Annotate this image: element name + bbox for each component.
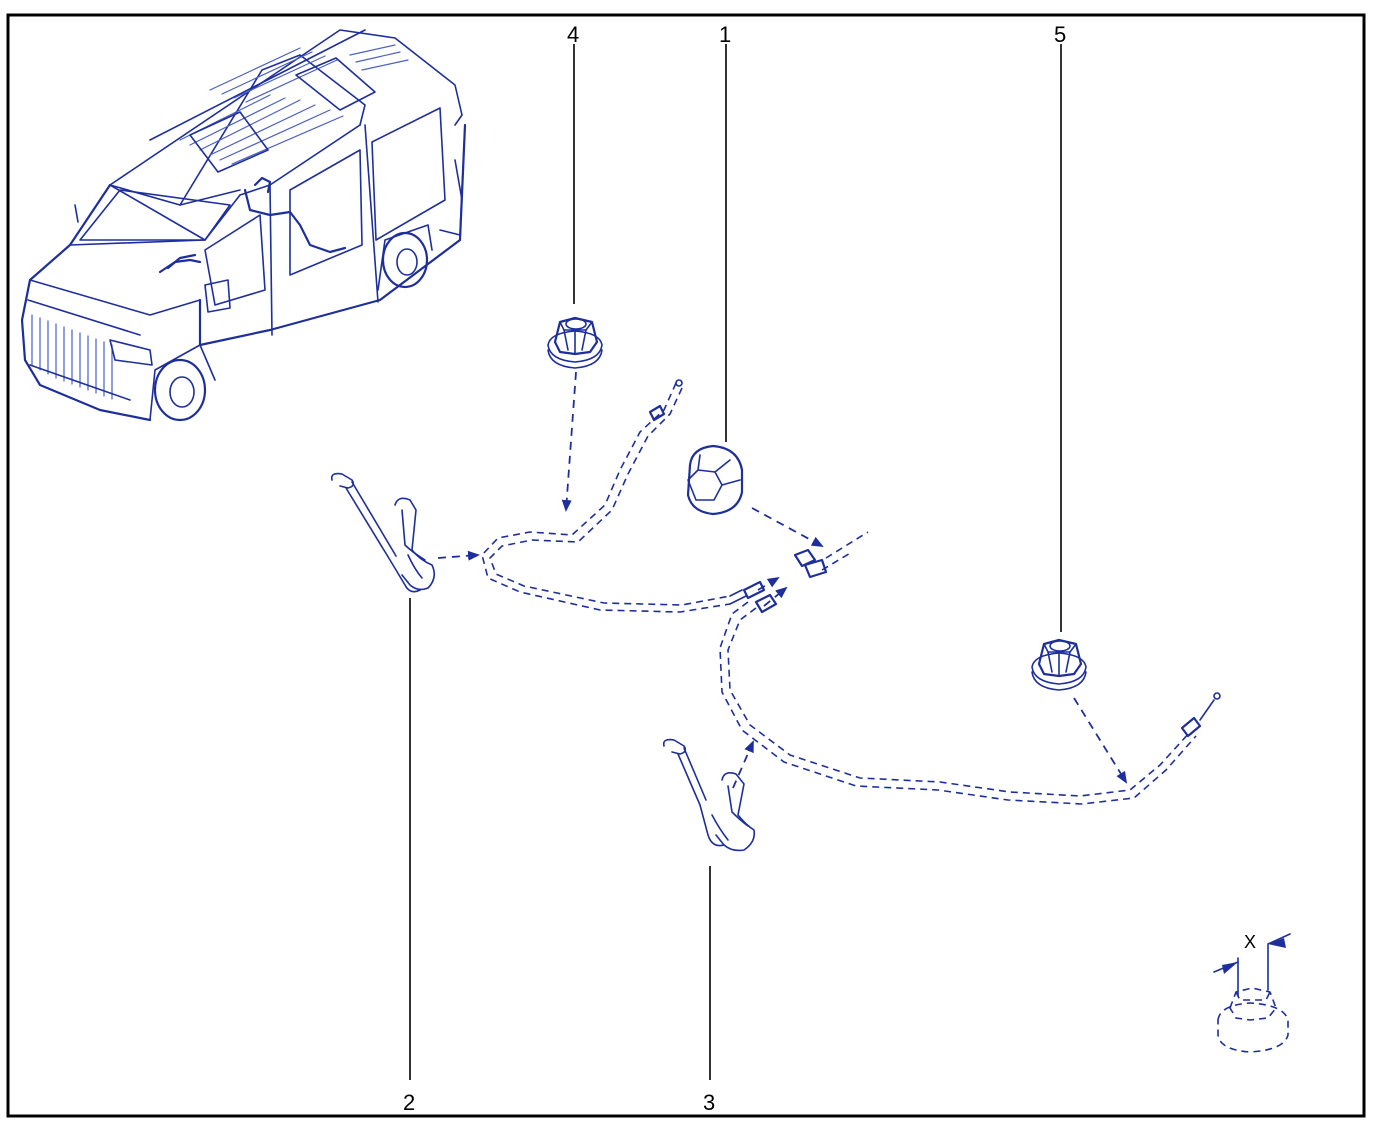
assembly-arrow [751,507,824,547]
dimension-label: X [1244,932,1256,952]
callout-1: 1 [719,22,731,47]
diagram-frame [6,13,1366,1118]
wire-clip-icon [330,472,436,593]
sensor-cable-icon [719,593,1221,805]
cap-nut-icon [686,444,744,516]
sensor-cable-icon [481,379,766,613]
assembly-arrow [1073,697,1128,784]
callout-3: 3 [703,1090,715,1115]
assembly-arrow [763,586,788,607]
hex-nut-icon [1031,638,1087,691]
callout-2: 2 [403,1090,415,1115]
van-illustration [20,29,467,422]
callout-5: 5 [1054,22,1066,47]
hex-nut-icon [547,316,603,369]
callout-4: 4 [567,22,579,47]
assembly-arrow [561,371,577,512]
dimension-detail: X [1213,932,1291,1053]
assembly-arrow [732,740,754,789]
wire-clip-icon [662,738,756,852]
assembly-arrow [437,550,480,561]
assembly-arrow [757,576,780,591]
connector-icon [793,531,869,579]
